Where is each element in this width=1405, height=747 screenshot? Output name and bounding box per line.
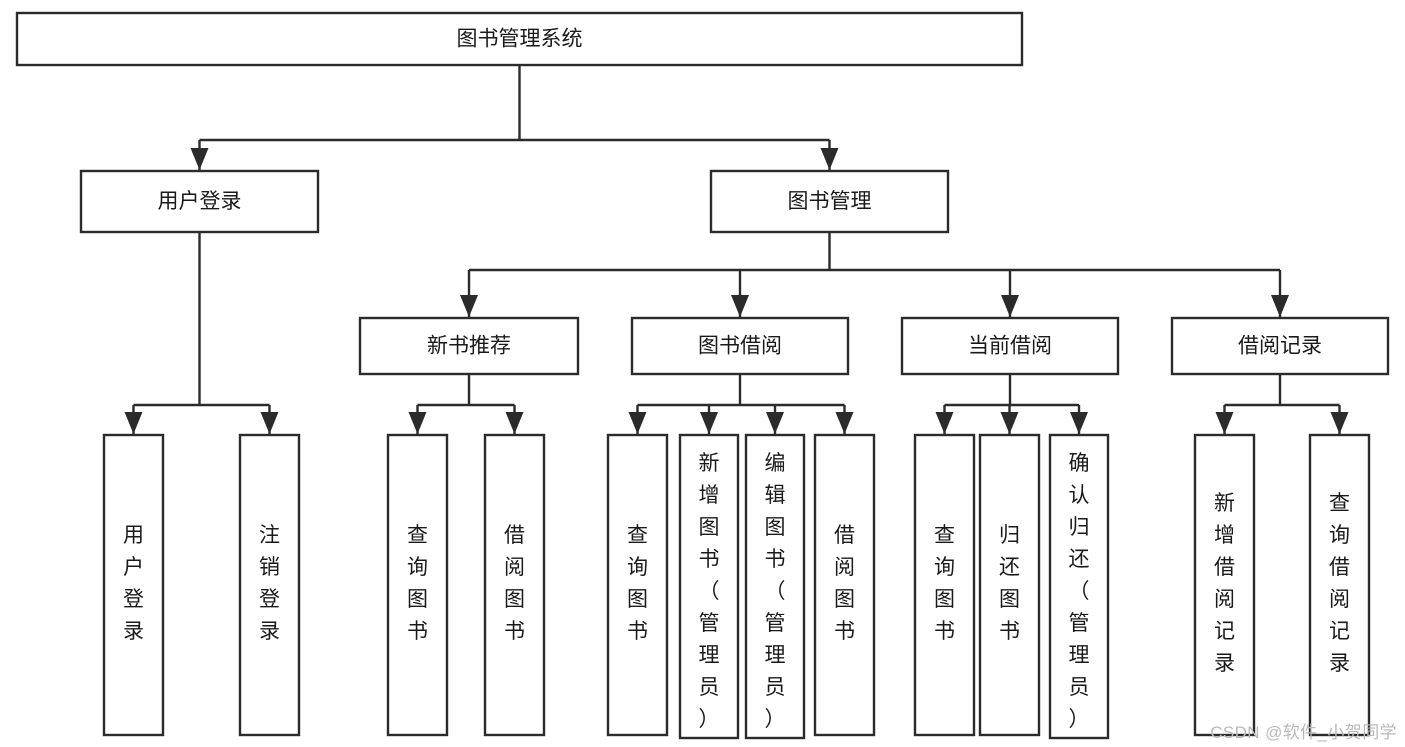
leaf-query-book-1[interactable]: 查询图书: [386, 433, 449, 737]
leaf-add-book-box: [678, 433, 740, 740]
node-user-login-label: 用户登录: [158, 190, 242, 213]
node-new-book-rec-label: 新书推荐: [427, 335, 511, 358]
l3-book-borrow-to-leaves-arrow-3: [835, 412, 854, 434]
l3-borrow-record-to-leaves-arrow-0: [1215, 412, 1234, 434]
node-current-borrow-label: 当前借阅: [968, 335, 1052, 358]
leaf-query-book-1-box: [386, 433, 449, 737]
leaf-edit-book[interactable]: 编辑图书（管理员）: [744, 433, 806, 740]
root-node-label: 图书管理系统: [457, 28, 583, 51]
leaf-borrow-book-1-box: [483, 433, 546, 737]
leaf-add-record-label: 新增借阅记录: [1214, 492, 1235, 675]
leaf-query-record-box: [1308, 433, 1371, 737]
node-layer: 图书管理系统用户登录图书管理新书推荐图书借阅当前借阅借阅记录用户登录注销登录查询…: [15, 11, 1390, 740]
root-to-l2-arrow-1: [820, 148, 839, 170]
l3-book-borrow-to-leaves-arrow-0: [628, 412, 647, 434]
l3-current-borrow-to-leaves-arrow-1: [1000, 412, 1019, 434]
leaf-edit-book-box: [744, 433, 806, 740]
leaf-return-book-box: [978, 433, 1041, 737]
leaf-return-book-label: 归还图书: [999, 524, 1020, 643]
bookmanage-to-l3-arrow-3: [1271, 295, 1289, 317]
userlogin-to-leaves-arrow-0: [124, 412, 143, 434]
node-borrow-record-box: [1170, 316, 1390, 376]
leaf-borrow-book-2-box: [813, 433, 876, 737]
node-current-borrow-box: [900, 316, 1120, 376]
node-book-manage-label: 图书管理: [788, 190, 872, 213]
leaf-add-record[interactable]: 新增借阅记录: [1193, 433, 1256, 737]
leaf-logout[interactable]: 注销登录: [238, 433, 301, 737]
node-book-borrow-label: 图书借阅: [698, 335, 782, 358]
leaf-query-book-1-label: 查询图书: [407, 524, 428, 643]
node-new-book-rec[interactable]: 新书推荐: [358, 316, 580, 376]
root-to-l2-arrow-0: [190, 148, 209, 170]
root-node-box: [15, 11, 1024, 67]
leaf-query-book-2-label: 查询图书: [627, 524, 648, 643]
leaf-confirm-return[interactable]: 确认归还（管理员）: [1048, 433, 1110, 740]
node-book-manage-box: [709, 169, 950, 234]
leaf-confirm-return-label: 确认归还（管理员）: [1069, 452, 1090, 731]
node-borrow-record-label: 借阅记录: [1238, 335, 1322, 358]
l3-new-book-rec-to-leaves-arrow-1: [505, 412, 524, 434]
leaf-borrow-book-2-label: 借阅图书: [834, 524, 855, 643]
leaf-logout-box: [238, 433, 301, 737]
leaf-user-login[interactable]: 用户登录: [102, 433, 165, 737]
connector-layer: [124, 65, 1349, 434]
leaf-user-login-box: [102, 433, 165, 737]
node-user-login-box: [79, 169, 320, 234]
root-node[interactable]: 图书管理系统: [15, 11, 1024, 67]
leaf-add-record-box: [1193, 433, 1256, 737]
bookmanage-to-l3-arrow-0: [460, 295, 478, 317]
leaf-edit-book-label: 编辑图书（管理员）: [765, 452, 786, 731]
node-user-login[interactable]: 用户登录: [79, 169, 320, 234]
leaf-confirm-return-box: [1048, 433, 1110, 740]
leaf-query-record-label: 查询借阅记录: [1329, 492, 1350, 675]
leaf-add-book[interactable]: 新增图书（管理员）: [678, 433, 740, 740]
node-book-borrow-box: [630, 316, 850, 376]
node-book-manage[interactable]: 图书管理: [709, 169, 950, 234]
node-borrow-record[interactable]: 借阅记录: [1170, 316, 1390, 376]
leaf-logout-label: 注销登录: [259, 524, 280, 643]
l3-book-borrow-to-leaves-arrow-2: [766, 412, 784, 434]
leaf-query-book-2-box: [606, 433, 669, 737]
leaf-query-book-3-label: 查询图书: [934, 524, 955, 643]
l3-current-borrow-to-leaves-arrow-0: [935, 412, 954, 434]
node-new-book-rec-box: [358, 316, 580, 376]
bookmanage-to-l3-arrow-2: [1001, 295, 1019, 317]
leaf-query-book-3[interactable]: 查询图书: [913, 433, 976, 737]
bookmanage-to-l3-arrow-1: [731, 295, 749, 317]
userlogin-to-leaves-arrow-1: [260, 412, 279, 434]
l3-current-borrow-to-leaves-arrow-2: [1070, 412, 1088, 434]
node-current-borrow[interactable]: 当前借阅: [900, 316, 1120, 376]
leaf-borrow-book-2[interactable]: 借阅图书: [813, 433, 876, 737]
leaf-query-book-3-box: [913, 433, 976, 737]
leaf-query-book-2[interactable]: 查询图书: [606, 433, 669, 737]
node-book-borrow[interactable]: 图书借阅: [630, 316, 850, 376]
l3-book-borrow-to-leaves-arrow-1: [700, 412, 718, 434]
leaf-borrow-book-1[interactable]: 借阅图书: [483, 433, 546, 737]
leaf-query-record[interactable]: 查询借阅记录: [1308, 433, 1371, 737]
leaf-add-book-label: 新增图书（管理员）: [699, 452, 720, 731]
leaf-user-login-label: 用户登录: [123, 524, 144, 643]
leaf-borrow-book-1-label: 借阅图书: [504, 524, 525, 643]
l3-new-book-rec-to-leaves-arrow-0: [408, 412, 427, 434]
l3-borrow-record-to-leaves-arrow-1: [1330, 412, 1349, 434]
leaf-return-book[interactable]: 归还图书: [978, 433, 1041, 737]
